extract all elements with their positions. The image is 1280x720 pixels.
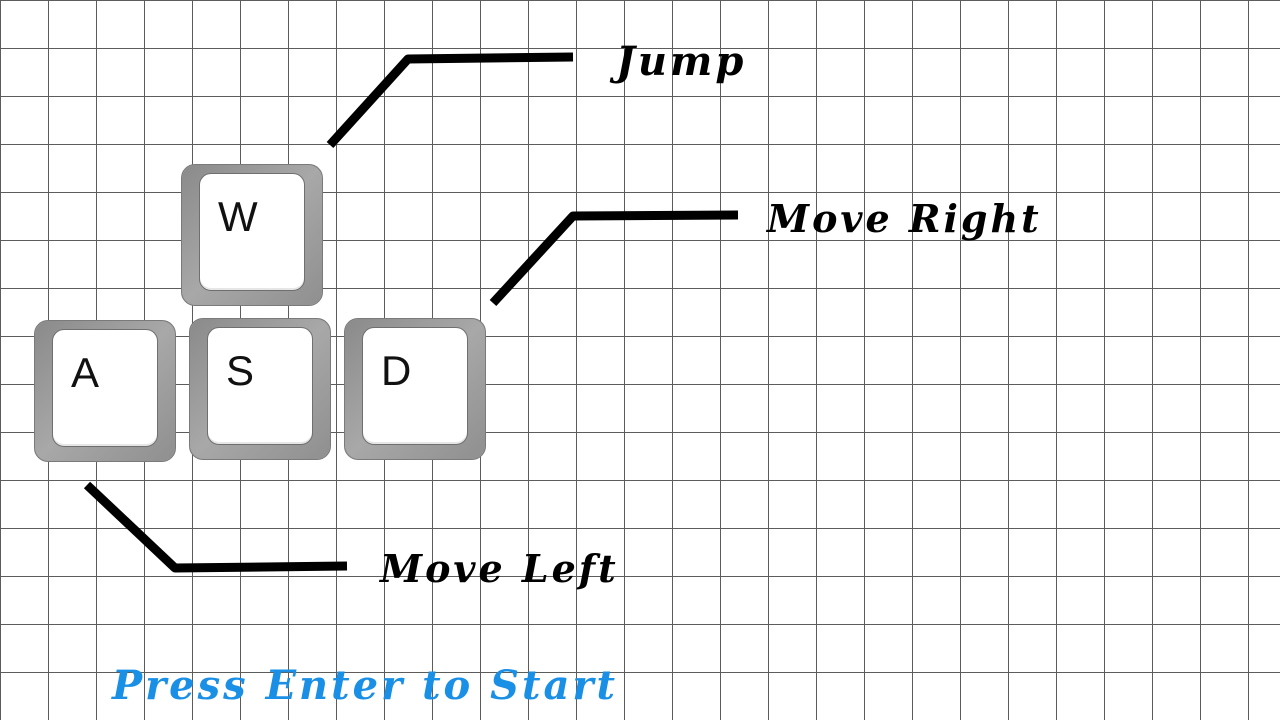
w-key-letter: W <box>218 193 258 240</box>
move-left-label: Move Left <box>380 546 619 591</box>
move-right-label: Move Right <box>767 196 1042 241</box>
a-key: A <box>34 320 176 462</box>
d-key: D <box>344 318 486 460</box>
jump-label: Jump <box>616 38 747 85</box>
s-key-letter: S <box>226 347 255 394</box>
move-left-leader-line <box>83 481 348 573</box>
s-key: S <box>189 318 331 460</box>
d-key-letter: D <box>381 347 412 394</box>
move-right-leader-line <box>489 210 739 307</box>
s-key-cap: S <box>207 327 313 445</box>
w-key: W <box>181 164 323 306</box>
w-key-cap: W <box>199 173 305 291</box>
a-key-cap: A <box>52 329 158 447</box>
d-key-cap: D <box>362 327 468 445</box>
a-key-letter: A <box>71 349 100 396</box>
jump-leader-line <box>326 52 574 149</box>
press-enter-prompt: Press Enter to Start <box>112 662 618 709</box>
